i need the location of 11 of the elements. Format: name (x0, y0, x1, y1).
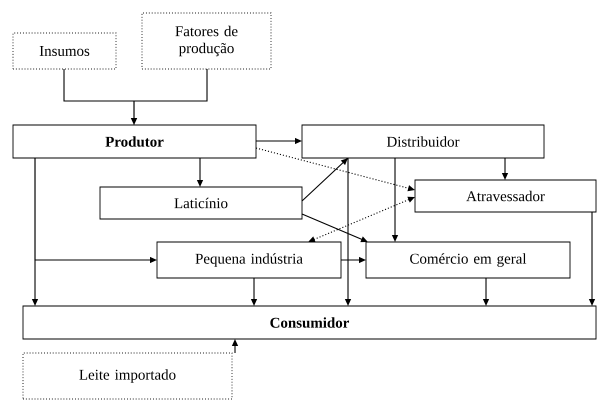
flow-box: Insumos (12, 32, 116, 70)
flow-box: Atravessador (414, 180, 596, 212)
arrow (302, 158, 348, 202)
flow-box: Comércio em geral (366, 242, 570, 278)
flow-box: Consumidor (22, 306, 596, 340)
flow-box: Pequena indústria (156, 242, 342, 278)
flow-box: Laticínio (100, 186, 302, 220)
flow-box: Distribuidor (302, 124, 544, 158)
flow-box: Fatores de produção (142, 12, 272, 70)
flow-box: Produtor (12, 124, 256, 158)
flow-box: Leite importado (22, 352, 232, 400)
